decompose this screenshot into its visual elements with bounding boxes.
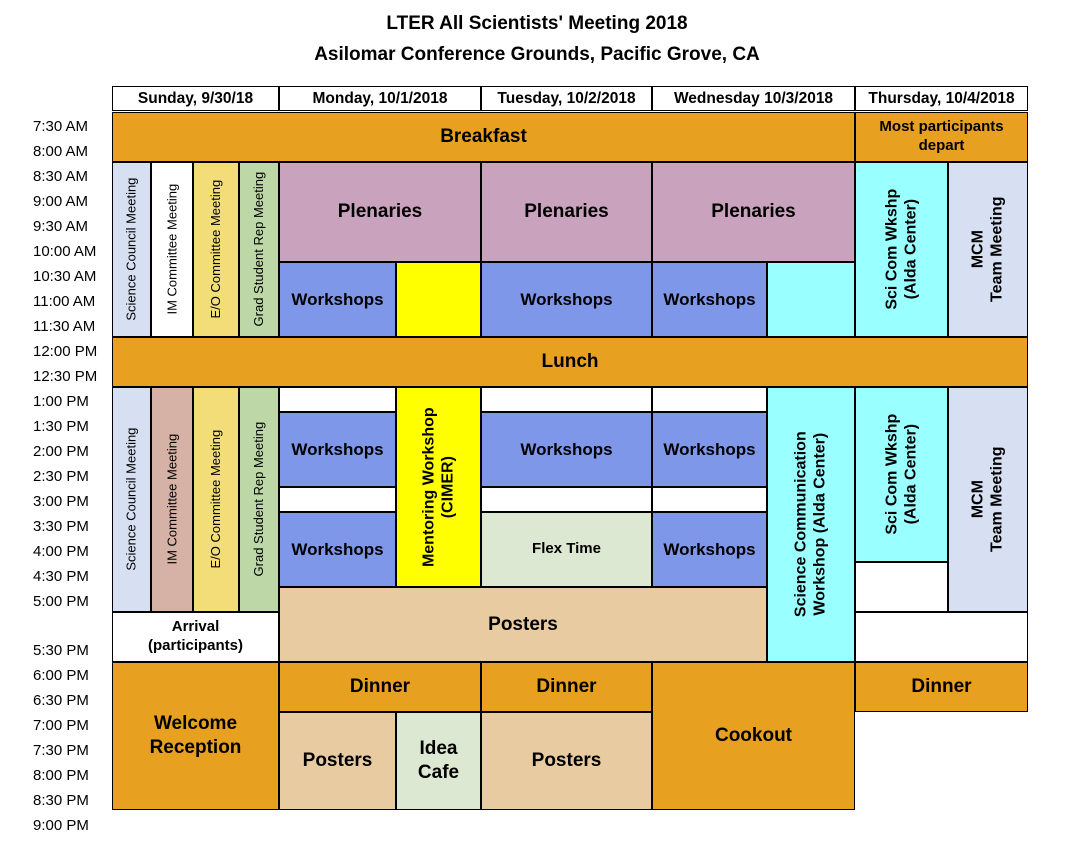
time-label: 7:30 PM — [33, 742, 89, 759]
empty-slot — [279, 387, 396, 412]
time-label: 8:00 AM — [33, 143, 89, 160]
eo-committee-meeting-am: E/O Committee Meeting — [193, 162, 239, 337]
empty-slot — [652, 487, 767, 512]
empty-slot — [481, 487, 652, 512]
eo-committee-meeting-pm: E/O Committee Meeting — [193, 387, 239, 612]
plenaries-wednesday: Plenaries — [652, 162, 855, 262]
time-label: 9:00 PM — [33, 817, 89, 834]
mentoring-workshop: Mentoring Workshop(CIMER) — [396, 387, 481, 587]
time-label: 10:00 AM — [33, 243, 97, 260]
day-header-monday: Monday, 10/1/2018 — [279, 86, 481, 111]
empty-slot — [855, 562, 948, 612]
breakfast-block: Breakfast — [112, 112, 855, 162]
time-label: 9:00 AM — [33, 193, 89, 210]
day-header-thursday: Thursday, 10/4/2018 — [855, 86, 1028, 111]
day-header-wednesday: Wednesday 10/3/2018 — [652, 86, 855, 111]
grad-student-rep-meeting-am: Grad Student Rep Meeting — [239, 162, 279, 337]
dinner-thursday: Dinner — [855, 662, 1028, 712]
posters-monday-evening: Posters — [279, 712, 396, 810]
time-label: 8:00 PM — [33, 767, 89, 784]
empty-slot — [279, 487, 396, 512]
dinner-tuesday: Dinner — [481, 662, 652, 712]
time-label: 10:30 AM — [33, 268, 97, 285]
plenaries-monday: Plenaries — [279, 162, 481, 262]
time-label: 11:00 AM — [33, 293, 96, 310]
cookout: Cookout — [652, 662, 855, 810]
workshops-monday-pm1: Workshops — [279, 412, 396, 487]
time-label: 7:00 PM — [33, 717, 89, 734]
workshops-monday-pm2: Workshops — [279, 512, 396, 587]
posters-block: Posters — [279, 587, 767, 662]
time-label: 1:30 PM — [33, 418, 89, 435]
workshops-tuesday-am: Workshops — [481, 262, 652, 337]
sci-com-wkshp-pm: Sci Com Wkshp(Alda Center) — [855, 387, 948, 562]
posters-tuesday-evening: Posters — [481, 712, 652, 810]
idea-cafe: Idea Cafe — [396, 712, 481, 810]
day-header-tuesday: Tuesday, 10/2/2018 — [481, 86, 652, 111]
lunch-block: Lunch — [112, 337, 1028, 387]
workshops-monday-am: Workshops — [279, 262, 396, 337]
time-label: 1:00 PM — [33, 393, 89, 410]
time-label: 4:30 PM — [33, 568, 89, 585]
day-header-sunday: Sunday, 9/30/18 — [112, 86, 279, 111]
plenaries-tuesday: Plenaries — [481, 162, 652, 262]
workshops-wednesday-pm1: Workshops — [652, 412, 767, 487]
workshops-tuesday-pm: Workshops — [481, 412, 652, 487]
mentoring-block-am — [396, 262, 481, 337]
workshops-wednesday-pm2: Workshops — [652, 512, 767, 587]
im-committee-meeting-pm: IM Committee Meeting — [151, 387, 193, 612]
time-label: 3:30 PM — [33, 518, 89, 535]
science-council-meeting-pm: Science Council Meeting — [112, 387, 151, 612]
alda-block-am — [767, 262, 855, 337]
time-label: 5:30 PM — [33, 642, 89, 659]
time-label: 2:00 PM — [33, 443, 89, 460]
time-label: 11:30 AM — [33, 318, 96, 335]
page-title: LTER All Scientists' Meeting 2018 — [386, 13, 688, 34]
time-label: 3:00 PM — [33, 493, 89, 510]
arrival-block: Arrival (participants) — [112, 612, 279, 662]
empty-slot — [855, 612, 1028, 662]
flex-time: Flex Time — [481, 512, 652, 587]
grad-student-rep-meeting-pm: Grad Student Rep Meeting — [239, 387, 279, 612]
depart-block: Most participants depart — [855, 112, 1028, 162]
time-label: 6:30 PM — [33, 692, 89, 709]
time-label: 4:00 PM — [33, 543, 89, 560]
im-committee-meeting-am: IM Committee Meeting — [151, 162, 193, 337]
time-label: 5:00 PM — [33, 593, 89, 610]
sci-com-wkshp-am: Sci Com Wkshp(Alda Center) — [855, 162, 948, 337]
empty-slot — [652, 387, 767, 412]
time-label: 9:30 AM — [33, 218, 89, 235]
workshops-wednesday-am: Workshops — [652, 262, 767, 337]
empty-slot — [481, 387, 652, 412]
time-label: 12:00 PM — [33, 343, 98, 360]
time-label: 2:30 PM — [33, 468, 89, 485]
time-label: 8:30 AM — [33, 168, 89, 185]
page-subtitle: Asilomar Conference Grounds, Pacific Gro… — [314, 44, 760, 65]
time-label: 7:30 AM — [33, 118, 89, 135]
time-label: 8:30 PM — [33, 792, 89, 809]
time-label: 6:00 PM — [33, 667, 89, 684]
science-council-meeting-am: Science Council Meeting — [112, 162, 151, 337]
time-label: 12:30 PM — [33, 368, 98, 385]
dinner-monday: Dinner — [279, 662, 481, 712]
welcome-reception: Welcome Reception — [112, 662, 279, 810]
